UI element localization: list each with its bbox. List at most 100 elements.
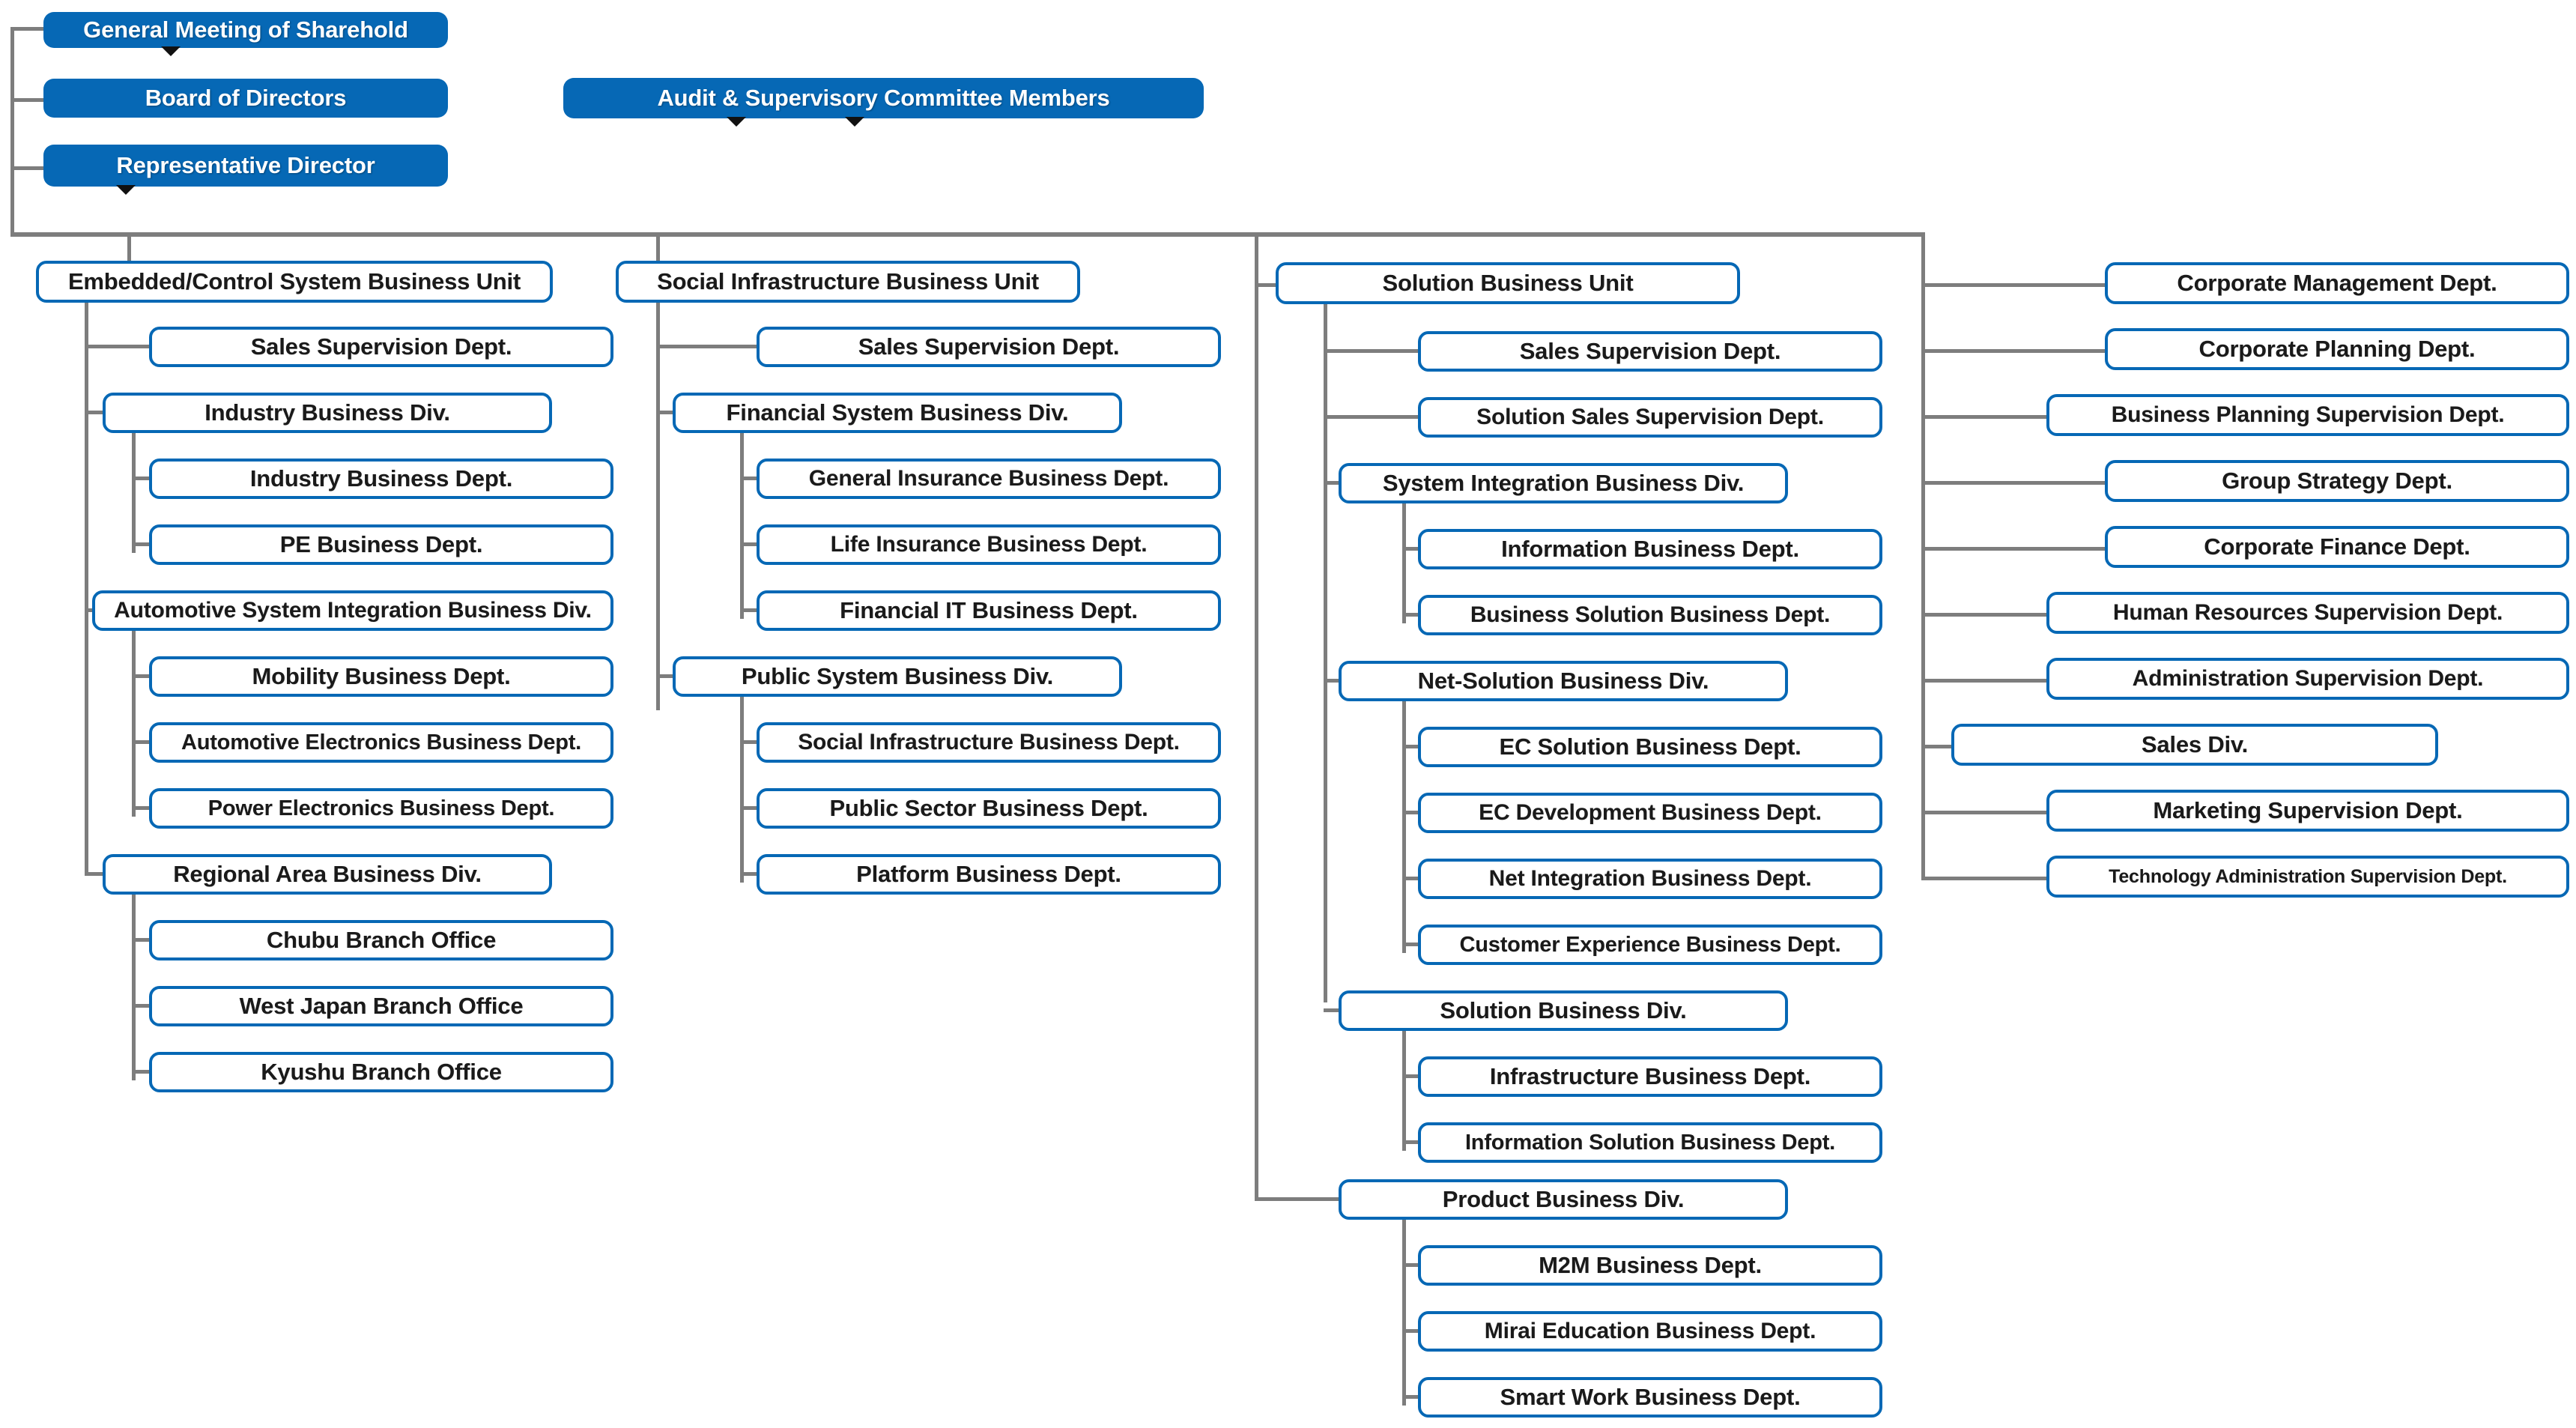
box-m2m-business-dept[interactable]: M2M Business Dept. — [1418, 1245, 1882, 1286]
box-financial-system-business-div[interactable]: Financial System Business Div. — [673, 393, 1122, 433]
box-label: Business Planning Supervision Dept. — [2111, 402, 2505, 427]
box-label: PE Business Dept. — [279, 531, 483, 557]
box-financial-it-business-dept[interactable]: Financial IT Business Dept. — [757, 590, 1221, 631]
box-solution-sales-supervision-dept[interactable]: Solution Sales Supervision Dept. — [1418, 397, 1882, 438]
box-information-solution-business-dept[interactable]: Information Solution Business Dept. — [1418, 1122, 1882, 1163]
box-col3-sales-supervision-dept[interactable]: Sales Supervision Dept. — [1418, 331, 1882, 372]
box-business-solution-business-dept[interactable]: Business Solution Business Dept. — [1418, 595, 1882, 635]
box-ec-solution-business-dept[interactable]: EC Solution Business Dept. — [1418, 727, 1882, 767]
box-public-sector-business-dept[interactable]: Public Sector Business Dept. — [757, 788, 1221, 829]
box-label: Mirai Education Business Dept. — [1484, 1319, 1816, 1343]
arrow-representative-director-down — [116, 185, 136, 195]
box-label: Customer Experience Business Dept. — [1459, 932, 1841, 957]
box-label: Public Sector Business Dept. — [829, 795, 1148, 821]
corporate-stub-6 — [1921, 679, 2050, 683]
box-representative-director[interactable]: Representative Director — [43, 145, 448, 187]
box-label: Social Infrastructure Business Unit — [657, 268, 1039, 294]
box-industry-business-div[interactable]: Industry Business Div. — [103, 393, 552, 433]
box-product-business-div[interactable]: Product Business Div. — [1339, 1179, 1788, 1220]
col2-spine — [656, 303, 660, 710]
col1-industry-spine — [132, 433, 136, 553]
box-corporate-finance-dept[interactable]: Corporate Finance Dept. — [2105, 526, 2569, 568]
box-audit-supervisory-committee-members[interactable]: Audit & Supervisory Committee Members — [563, 78, 1204, 118]
box-marketing-supervision-dept[interactable]: Marketing Supervision Dept. — [2046, 790, 2569, 832]
box-power-electronics-business-dept[interactable]: Power Electronics Business Dept. — [149, 788, 613, 829]
box-chubu-branch-office[interactable]: Chubu Branch Office — [149, 920, 613, 960]
box-label: Life Insurance Business Dept. — [830, 532, 1148, 557]
box-general-meeting-of-shareholders[interactable]: General Meeting of Sharehold — [43, 12, 448, 48]
box-smart-work-business-dept[interactable]: Smart Work Business Dept. — [1418, 1377, 1882, 1418]
box-business-planning-supervision-dept[interactable]: Business Planning Supervision Dept. — [2046, 394, 2569, 436]
box-automotive-system-integration-business-div[interactable]: Automotive System Integration Business D… — [92, 590, 613, 631]
box-label: Platform Business Dept. — [856, 861, 1121, 887]
col2-stub-financial-it — [740, 608, 761, 612]
corporate-stub-9 — [1921, 877, 2050, 880]
box-label: Kyushu Branch Office — [261, 1059, 502, 1085]
corporate-stub-0 — [1921, 283, 2109, 287]
col2-stub-life-insurance — [740, 542, 761, 546]
col1-stub-automotive-div — [85, 608, 95, 612]
box-west-japan-branch-office[interactable]: West Japan Branch Office — [149, 986, 613, 1026]
box-label: Solution Business Div. — [1440, 997, 1687, 1023]
box-technology-administration-supervision-dept[interactable]: Technology Administration Supervision De… — [2046, 856, 2569, 898]
col3-stub-sales-supervision — [1324, 349, 1421, 353]
box-public-system-business-div[interactable]: Public System Business Div. — [673, 656, 1122, 697]
box-social-infrastructure-business-unit[interactable]: Social Infrastructure Business Unit — [616, 261, 1080, 303]
box-kyushu-branch-office[interactable]: Kyushu Branch Office — [149, 1052, 613, 1092]
box-general-insurance-business-dept[interactable]: General Insurance Business Dept. — [757, 459, 1221, 499]
box-pe-business-dept[interactable]: PE Business Dept. — [149, 524, 613, 565]
box-solution-business-div[interactable]: Solution Business Div. — [1339, 990, 1788, 1031]
col3-unit-spine — [1324, 304, 1327, 1002]
box-sales-div[interactable]: Sales Div. — [1951, 724, 2438, 766]
box-col1-sales-supervision-dept[interactable]: Sales Supervision Dept. — [149, 327, 613, 367]
box-label: Financial System Business Div. — [726, 399, 1069, 426]
col3-stub-solution-business-div — [1324, 1008, 1342, 1012]
col1-regional-spine — [132, 895, 136, 1080]
box-label: Automotive System Integration Business D… — [114, 598, 592, 623]
box-life-insurance-business-dept[interactable]: Life Insurance Business Dept. — [757, 524, 1221, 565]
box-label: General Insurance Business Dept. — [808, 466, 1169, 491]
col3-si-spine — [1402, 503, 1406, 623]
box-label: Embedded/Control System Business Unit — [67, 268, 521, 294]
box-regional-area-business-div[interactable]: Regional Area Business Div. — [103, 854, 552, 895]
box-label: Industry Business Dept. — [249, 465, 513, 491]
box-label: EC Solution Business Dept. — [1499, 733, 1801, 760]
box-administration-supervision-dept[interactable]: Administration Supervision Dept. — [2046, 658, 2569, 700]
box-label: Industry Business Div. — [204, 399, 450, 426]
box-col2-sales-supervision-dept[interactable]: Sales Supervision Dept. — [757, 327, 1221, 367]
box-label: Public System Business Div. — [741, 663, 1054, 689]
box-label: Corporate Planning Dept. — [2198, 336, 2476, 362]
box-embedded-control-system-business-unit[interactable]: Embedded/Control System Business Unit — [36, 261, 553, 303]
box-social-infrastructure-business-dept[interactable]: Social Infrastructure Business Dept. — [757, 722, 1221, 763]
box-label: Power Electronics Business Dept. — [207, 796, 555, 820]
box-human-resources-supervision-dept[interactable]: Human Resources Supervision Dept. — [2046, 592, 2569, 634]
box-infrastructure-business-dept[interactable]: Infrastructure Business Dept. — [1418, 1056, 1882, 1097]
col1-stub-automotive-electronics — [132, 740, 153, 744]
box-group-strategy-dept[interactable]: Group Strategy Dept. — [2105, 460, 2569, 502]
box-automotive-electronics-business-dept[interactable]: Automotive Electronics Business Dept. — [149, 722, 613, 763]
box-information-business-dept[interactable]: Information Business Dept. — [1418, 529, 1882, 569]
col1-automotive-spine — [132, 631, 136, 817]
box-label: Technology Administration Supervision De… — [2109, 865, 2507, 887]
box-platform-business-dept[interactable]: Platform Business Dept. — [757, 854, 1221, 895]
col3-stub-mirai-education — [1402, 1329, 1423, 1333]
box-board-of-directors[interactable]: Board of Directors — [43, 79, 448, 118]
box-net-integration-business-dept[interactable]: Net Integration Business Dept. — [1418, 859, 1882, 899]
box-corporate-planning-dept[interactable]: Corporate Planning Dept. — [2105, 328, 2569, 370]
box-system-integration-business-div[interactable]: System Integration Business Div. — [1339, 463, 1788, 503]
box-solution-business-unit[interactable]: Solution Business Unit — [1276, 262, 1740, 304]
col2-stub-platform — [740, 872, 761, 876]
box-corporate-management-dept[interactable]: Corporate Management Dept. — [2105, 262, 2569, 304]
governance-stub-repdir — [10, 166, 46, 170]
box-industry-business-dept[interactable]: Industry Business Dept. — [149, 459, 613, 499]
col3-stub-unit — [1255, 283, 1279, 287]
box-customer-experience-business-dept[interactable]: Customer Experience Business Dept. — [1418, 925, 1882, 965]
box-mobility-business-dept[interactable]: Mobility Business Dept. — [149, 656, 613, 697]
box-label: West Japan Branch Office — [239, 993, 524, 1019]
box-mirai-education-business-dept[interactable]: Mirai Education Business Dept. — [1418, 1311, 1882, 1352]
col2-stub-social-infra-dept — [740, 740, 761, 744]
box-ec-development-business-dept[interactable]: EC Development Business Dept. — [1418, 793, 1882, 833]
col3-stub-system-integration-div — [1324, 481, 1342, 485]
box-net-solution-business-div[interactable]: Net-Solution Business Div. — [1339, 661, 1788, 701]
